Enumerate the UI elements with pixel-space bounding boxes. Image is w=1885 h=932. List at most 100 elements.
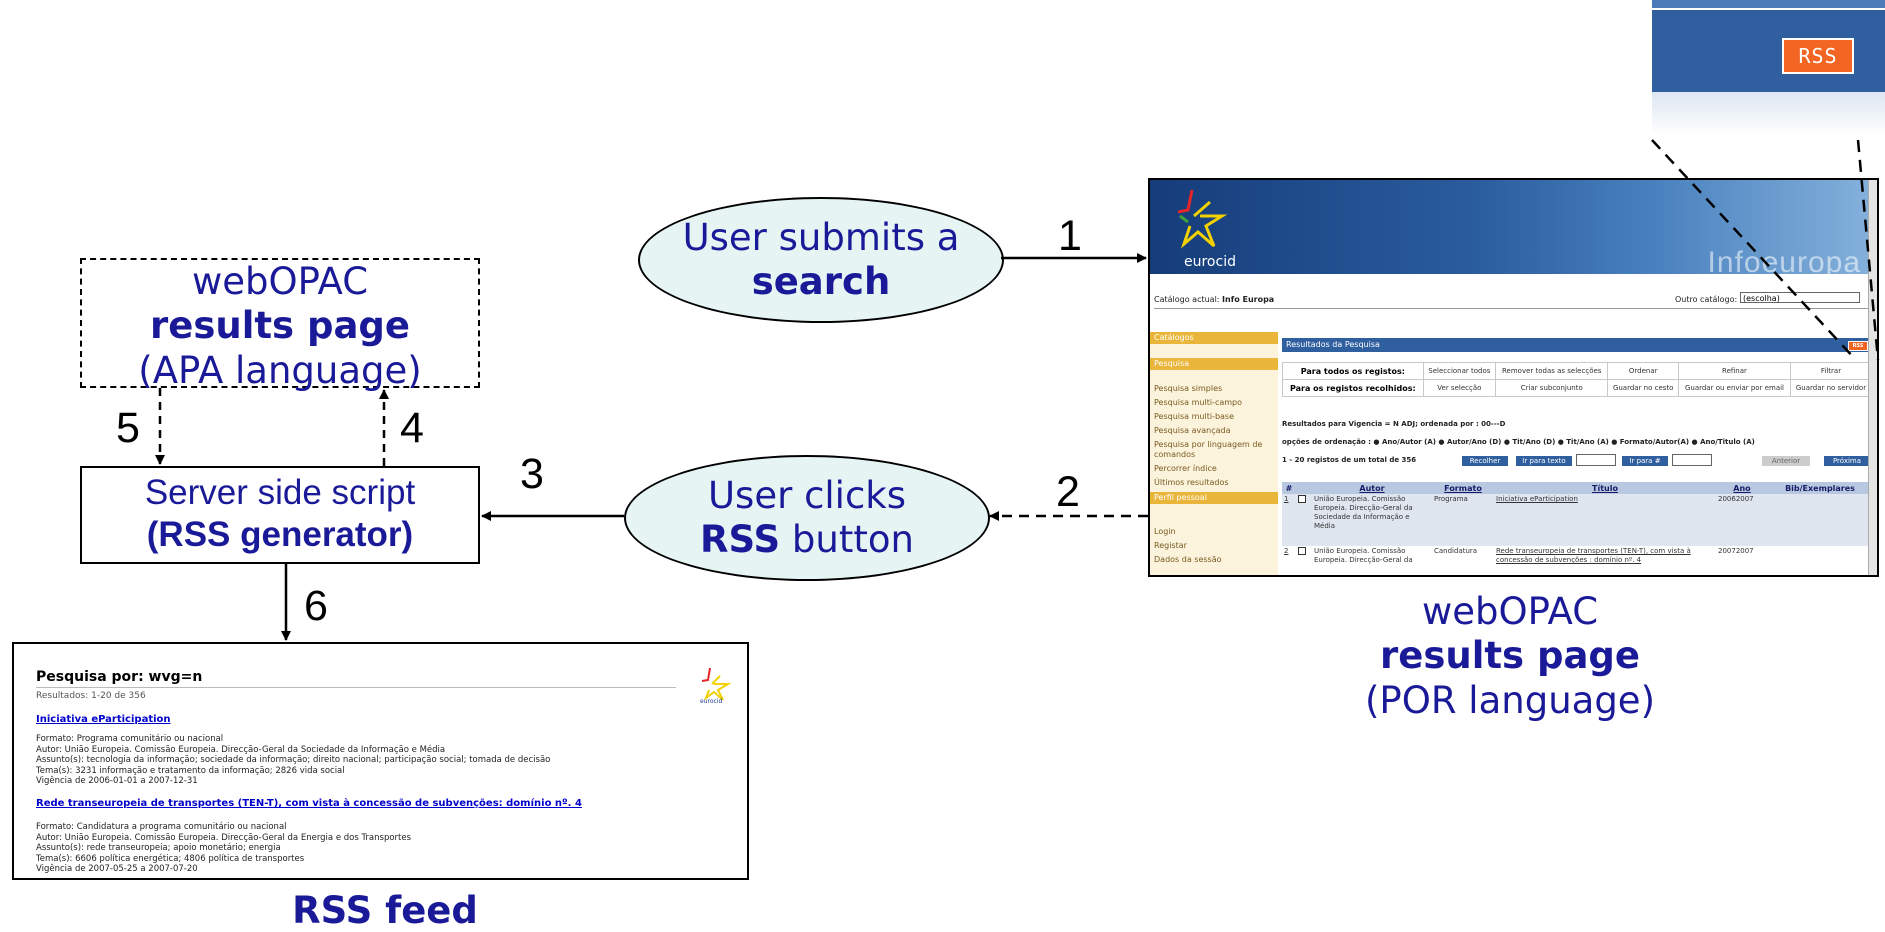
table-row: 2 União Europeia. Comissão Europeia. Dir… <box>1282 546 1872 566</box>
feed-item-line: Vigência de 2007-05-25 a 2007-07-20 <box>36 864 198 874</box>
rss-button-zoomed[interactable]: RSS <box>1782 38 1854 74</box>
goto-number-input[interactable] <box>1672 454 1712 466</box>
opac-main: Resultados da Pesquisa RSS Para todos os… <box>1282 332 1873 575</box>
sidebar-item-login[interactable]: Login <box>1154 527 1176 536</box>
opac-header: eurocid Infoeuropa <box>1150 180 1877 279</box>
server-line1: Server side script <box>144 473 416 512</box>
server-script-box: Server side script (RSS generator) <box>80 466 480 564</box>
table-row: 1 União Europeia. Comissão Europeia. Dir… <box>1282 494 1872 546</box>
step-number-3: 3 <box>520 450 544 498</box>
ir-para-texto-button[interactable]: Ir para texto <box>1516 456 1572 466</box>
action-link[interactable]: Criar subconjunto <box>1494 379 1609 397</box>
sidebar-item[interactable]: Pesquisa por linguagem de comandos <box>1154 440 1263 459</box>
results-title-bar: Resultados da Pesquisa RSS <box>1282 338 1872 352</box>
por-line2: results page <box>1379 634 1640 678</box>
rss-line2-rest: button <box>780 518 914 561</box>
feed-item-line: Autor: União Europeia. Comissão Europeia… <box>36 832 412 843</box>
current-catalog: Catálogo actual: Info Europa <box>1154 295 1275 304</box>
webopac-screenshot: eurocid Infoeuropa Catálogo actual: Info… <box>1148 178 1879 577</box>
col-header-bib: Bib/Exemplares <box>1768 482 1872 494</box>
sidebar-item-sessao[interactable]: Dados da sessão <box>1154 555 1222 564</box>
results-title: Resultados da Pesquisa <box>1286 340 1380 349</box>
col-header <box>1296 482 1312 494</box>
feed-item-line: Assunto(s): rede transeuropeia; apoio mo… <box>36 843 281 853</box>
apa-line3: (APA language) <box>138 348 422 392</box>
sidebar-item[interactable]: Pesquisa multi-base <box>1154 412 1235 421</box>
feed-item-link[interactable]: Iniciativa eParticipation <box>36 714 171 725</box>
zoom-bar-shadow <box>1652 92 1885 136</box>
sidebar-item-pesquisa[interactable]: Pesquisa <box>1150 358 1278 370</box>
webopac-por-caption: webOPAC results page (POR language) <box>1340 590 1680 723</box>
rss-button[interactable]: RSS <box>1848 341 1868 351</box>
por-line3: (POR language) <box>1364 678 1656 722</box>
step-number-5: 5 <box>116 404 140 452</box>
sidebar-item[interactable]: Pesquisa simples <box>1154 384 1223 393</box>
user-submits-search-ellipse: User submits a search <box>638 197 1004 323</box>
feed-item-line: Assunto(s): tecnologia da informação; so… <box>36 755 551 765</box>
action-link[interactable]: Guardar no cesto <box>1607 379 1679 397</box>
sidebar-item[interactable]: Últimos resultados <box>1154 478 1229 487</box>
row-checkbox[interactable] <box>1298 495 1306 503</box>
webopac-results-apa-box: webOPAC results page (APA language) <box>80 258 480 392</box>
rss-feed-caption: RSS feed <box>292 889 478 932</box>
col-header-autor[interactable]: Autor <box>1312 482 1432 494</box>
sidebar-item-registar[interactable]: Registar <box>1154 541 1187 550</box>
row-autor: União Europeia. Comissão Europeia. Direc… <box>1312 546 1432 566</box>
feed-item-link[interactable]: Rede transeuropeia de transportes (TEN-T… <box>36 798 582 809</box>
ir-para-num-button[interactable]: Ir para # <box>1622 456 1668 466</box>
step-number-4: 4 <box>400 404 424 452</box>
row-number[interactable]: 1 <box>1282 494 1296 546</box>
sidebar-item[interactable]: Percorrer índice <box>1154 464 1217 473</box>
row-ano: 20062007 <box>1716 494 1768 546</box>
recolher-button[interactable]: Recolher <box>1462 456 1508 466</box>
search-line1: User submits a <box>682 216 960 260</box>
feed-title: Pesquisa por: wvg=n <box>36 669 203 685</box>
opac-brand: eurocid <box>1184 254 1236 270</box>
sidebar-item[interactable]: Pesquisa multi-campo <box>1154 398 1243 407</box>
opac-scrollbar[interactable] <box>1868 180 1877 575</box>
other-catalog-select[interactable]: (escolha) <box>1740 292 1860 303</box>
sidebar-item[interactable]: Pesquisa avançada <box>1154 426 1231 435</box>
col-header-formato[interactable]: Formato <box>1432 482 1494 494</box>
feed-item-line: Tema(s): 3231 informação e tratamento da… <box>36 765 345 776</box>
row-checkbox[interactable] <box>1298 547 1306 555</box>
feed-brand: eurocid <box>700 698 723 705</box>
feed-item-line: Tema(s): 6606 política energética; 4806 … <box>36 853 305 864</box>
row-ano: 20072007 <box>1716 546 1768 566</box>
feed-subtitle: Resultados: 1-20 de 356 <box>36 691 146 701</box>
sidebar-item-perfil[interactable]: Perfil pessoal <box>1150 492 1278 504</box>
row-number[interactable]: 2 <box>1282 546 1296 566</box>
col-header: # <box>1282 482 1296 494</box>
user-clicks-rss-ellipse: User clicks RSS button <box>624 455 990 581</box>
actions-table: Para todos os registos: Seleccionar todo… <box>1282 362 1873 397</box>
row-formato: Programa <box>1432 494 1494 546</box>
feed-item-line: Autor: União Europeia. Comissão Europeia… <box>36 744 446 755</box>
results-for-text: Resultados para Vigencia = N ADJ; ordena… <box>1282 420 1506 428</box>
proxima-button[interactable]: Próxima <box>1824 456 1870 466</box>
sort-options[interactable]: opções de ordenação : ● Ano/Autor (A) ● … <box>1282 438 1755 446</box>
rss-line2-bold: RSS <box>700 518 781 561</box>
step-number-6: 6 <box>304 582 328 630</box>
goto-text-input[interactable] <box>1576 454 1616 466</box>
server-line2: (RSS generator) <box>146 515 414 554</box>
anterior-button[interactable]: Anterior <box>1762 456 1810 466</box>
range-text: 1 - 20 registos de um total de 356 <box>1282 456 1417 464</box>
eurocid-logo-icon <box>701 667 732 700</box>
row-titulo[interactable]: Iniciativa eParticipation <box>1494 494 1716 546</box>
row-bib <box>1768 494 1872 546</box>
actions-label-collected: Para os registos recolhidos: <box>1282 379 1424 397</box>
apa-line2: results page <box>149 304 410 348</box>
opac-divider <box>1154 308 1869 309</box>
feed-item-line: Vigência de 2006-01-01 a 2007-12-31 <box>36 776 198 786</box>
feed-rule <box>36 687 676 688</box>
action-link[interactable]: Ver selecção <box>1422 379 1496 397</box>
col-header-titulo[interactable]: Título <box>1494 482 1716 494</box>
row-titulo[interactable]: Rede transeuropeia de transportes (TEN-T… <box>1494 546 1716 566</box>
results-table: # Autor Formato Título Ano Bib/Exemplare… <box>1282 482 1872 566</box>
sidebar-item-catalogos[interactable]: Catálogos <box>1150 332 1278 344</box>
feed-item-line: Formato: Programa comunitário ou naciona… <box>36 734 224 744</box>
col-header-ano[interactable]: Ano <box>1716 482 1768 494</box>
zoom-bar-top-strip <box>1652 0 1885 8</box>
